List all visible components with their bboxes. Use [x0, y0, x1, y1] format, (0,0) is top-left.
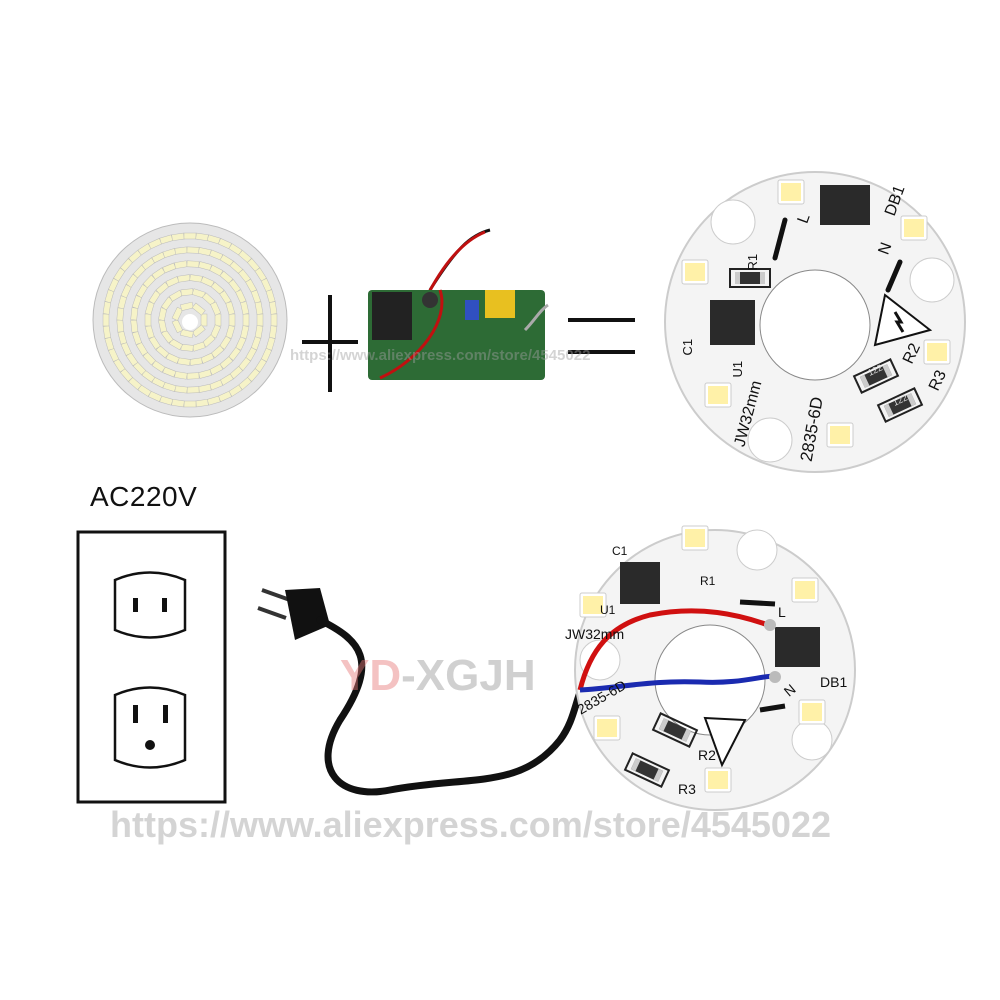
smd-led: [186, 246, 200, 254]
smd-led: [174, 385, 188, 394]
smd-led: [191, 324, 206, 338]
smd-led: [130, 307, 139, 321]
smd-led: [256, 313, 264, 327]
pcb2-label-c1: C1: [612, 544, 628, 558]
smd-led: [200, 313, 208, 327]
smd-led: [180, 343, 194, 352]
smd-led: [254, 301, 264, 315]
smd-led: [130, 319, 139, 333]
led-array: [102, 232, 278, 408]
pcb2-label-size: JW32mm: [565, 626, 625, 642]
pcb2-label-db1: DB1: [820, 674, 848, 690]
smd-led: [116, 319, 125, 333]
power-plug: [257, 588, 330, 640]
supply-voltage-label: AC220V: [90, 481, 198, 512]
smd-led: [270, 313, 278, 327]
pcb2-label-r2: R2: [698, 747, 716, 763]
ring-pcb-wired: [574, 525, 856, 811]
pcb-label-c1: C1: [680, 338, 696, 356]
pcb2-label-u1: U1: [600, 603, 616, 617]
smd-led: [180, 329, 194, 339]
smd-led: [174, 246, 188, 255]
smd-led: [183, 232, 197, 240]
smd-led: [144, 313, 152, 327]
pcb2-label-r1: R1: [700, 574, 716, 588]
pcb-label-u1: U1: [730, 360, 746, 378]
equals-sign-icon: [568, 318, 635, 354]
smd-led: [151, 360, 166, 373]
plus-sign-icon: [302, 295, 358, 392]
smd-led: [171, 306, 184, 321]
smd-led: [225, 301, 236, 316]
smd-led: [116, 307, 125, 321]
led-driver-board: [368, 228, 549, 380]
smd-led: [186, 260, 200, 268]
smd-led: [186, 372, 200, 380]
smd-led: [186, 386, 200, 394]
smd-led-disc-board: [92, 222, 288, 418]
smd-led: [242, 313, 250, 327]
smd-led: [210, 301, 222, 316]
wall-outlet: [76, 530, 227, 804]
smd-led: [180, 301, 194, 311]
smd-led: [191, 302, 206, 316]
smd-led: [214, 313, 222, 327]
smd-led: [228, 313, 236, 327]
smd-led: [142, 274, 156, 289]
smd-led: [171, 319, 184, 334]
live-wire-red: [577, 608, 769, 691]
smd-led: [102, 313, 110, 327]
two-prong-socket-icon: [113, 571, 187, 639]
neutral-wire-blue: [579, 673, 776, 693]
smd-led: [180, 288, 194, 297]
smd-led: [268, 301, 278, 315]
grounded-socket-icon: [113, 686, 187, 769]
ring-pcb-top: [664, 171, 966, 473]
power-cable: [316, 616, 589, 796]
pcb-label-r1: R1: [745, 253, 761, 271]
smd-led: [183, 400, 197, 408]
smd-led: [240, 301, 250, 315]
pcb2-label-l: L: [778, 604, 786, 620]
pcb2-label-r3: R3: [678, 781, 696, 797]
